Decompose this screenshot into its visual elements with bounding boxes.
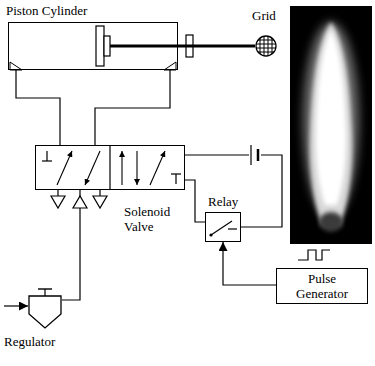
valve-flow-arrow	[136, 151, 137, 185]
exhaust-port	[51, 196, 65, 208]
valve-block	[42, 160, 52, 161]
port-stem	[99, 190, 100, 196]
inlet-port	[73, 196, 87, 208]
valve-flow-arrow	[150, 151, 165, 185]
component-node: Relay	[205, 212, 241, 242]
exhaust-port	[93, 196, 107, 208]
valve-flow-arrow	[121, 151, 122, 185]
connector-line	[16, 70, 60, 145]
switch-contact	[228, 228, 237, 229]
valve-divider	[109, 145, 110, 190]
grid-wire	[260, 38, 261, 54]
piston-boss	[104, 36, 110, 56]
rod-guide	[186, 35, 193, 57]
connector-line	[95, 70, 170, 145]
component-node: Regulator	[28, 288, 62, 330]
component-label: Grid	[252, 8, 276, 23]
battery-plate	[250, 145, 251, 165]
valve-flow-arrow	[57, 151, 72, 185]
component-node: Solenoid Valve	[35, 145, 185, 190]
valve-flow-arrow	[85, 151, 100, 185]
grid-wire	[272, 38, 273, 54]
grid-outline	[256, 36, 276, 56]
connector-line	[185, 180, 205, 222]
component-node: Grid	[255, 35, 277, 57]
battery-gap	[249, 145, 261, 165]
valve-block	[175, 174, 176, 184]
regulator-symbol	[28, 288, 62, 330]
grid-wire	[264, 36, 265, 56]
gas-inlet-arrow	[4, 305, 28, 306]
piston-head	[96, 26, 104, 66]
piston-rod	[110, 45, 178, 48]
valve-block	[171, 173, 181, 174]
regulator-stem	[44, 289, 45, 296]
pulse-waveform	[298, 250, 330, 260]
valve-block	[46, 151, 47, 161]
regulator-knob	[38, 288, 52, 289]
connector-line	[185, 155, 282, 227]
cylinder-port	[10, 62, 22, 70]
piston-rod	[178, 45, 255, 48]
flame-core	[316, 30, 346, 205]
flame-photo	[290, 6, 372, 244]
component-node: Piston Cylinder	[8, 22, 178, 70]
grid-wire	[256, 48, 276, 49]
component-label: Relay	[208, 194, 238, 209]
component-node: Pulse Generator	[276, 268, 368, 304]
grid-symbol	[255, 35, 277, 57]
component-label: Piston Cylinder	[6, 3, 87, 18]
grid-wire	[256, 44, 276, 45]
component-label: Solenoid Valve	[124, 204, 188, 234]
cylinder-port	[164, 62, 176, 70]
component-label: Regulator	[4, 334, 55, 349]
switch-blade	[211, 221, 232, 235]
flame-body	[310, 22, 353, 225]
port-stem	[57, 190, 58, 196]
grid-wire	[268, 36, 269, 56]
flame-base	[319, 212, 343, 232]
connector-line	[223, 242, 276, 285]
battery-plate	[257, 149, 260, 161]
regulator-body	[29, 296, 61, 328]
box-label: Pulse Generator	[286, 271, 358, 301]
